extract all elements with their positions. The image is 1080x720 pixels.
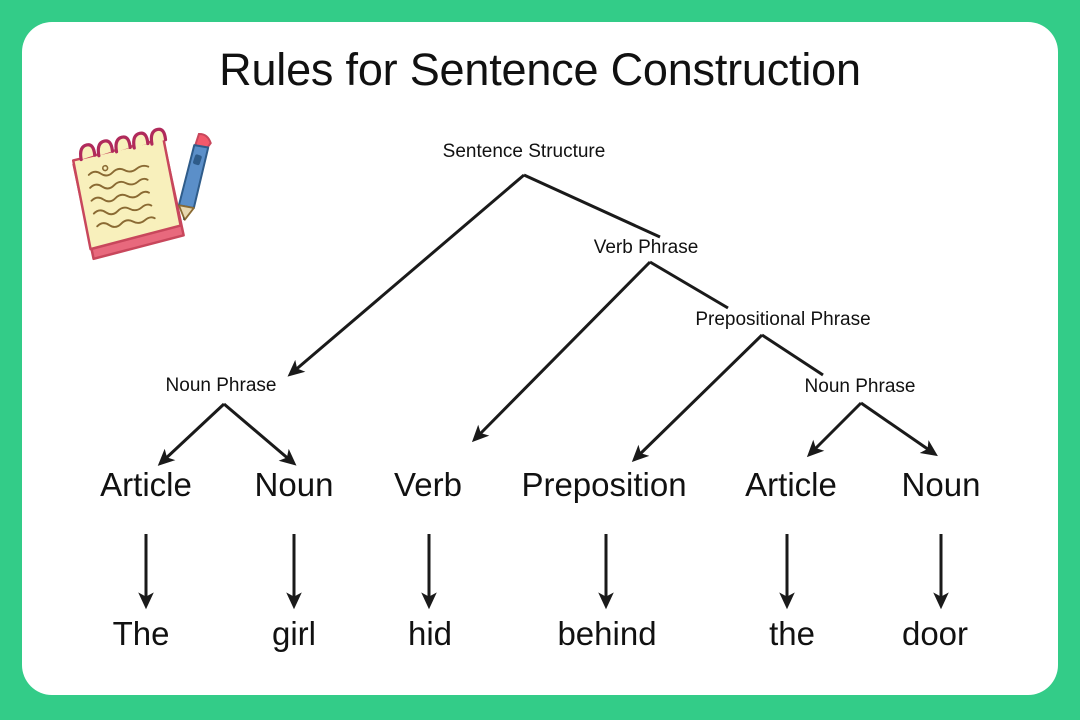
page-title: Rules for Sentence Construction bbox=[219, 44, 861, 95]
tree-node-article: Article bbox=[100, 466, 192, 503]
tree-node-noun-phrase: Noun Phrase bbox=[804, 376, 916, 397]
tree-node-the: The bbox=[112, 615, 170, 652]
tree-node-article: Article bbox=[745, 466, 837, 503]
tree-node-verb: Verb bbox=[394, 466, 462, 503]
tree-node-the: the bbox=[769, 615, 815, 652]
tree-node-verb-phrase: Verb Phrase bbox=[593, 237, 699, 258]
tree-node-sentence-structure: Sentence Structure bbox=[442, 141, 606, 162]
tree-node-behind: behind bbox=[557, 615, 657, 652]
tree-node-prepositional-phrase: Prepositional Phrase bbox=[695, 309, 871, 330]
tree-node-hid: hid bbox=[407, 615, 453, 652]
notepad-and-pencil-icon bbox=[62, 118, 222, 278]
tree-node-girl: girl bbox=[271, 615, 317, 652]
tree-node-door: door bbox=[901, 615, 969, 652]
tree-node-preposition: Preposition bbox=[521, 466, 687, 503]
tree-node-noun: Noun bbox=[254, 466, 334, 503]
tree-node-noun-phrase: Noun Phrase bbox=[165, 375, 277, 396]
tree-node-noun: Noun bbox=[901, 466, 981, 503]
